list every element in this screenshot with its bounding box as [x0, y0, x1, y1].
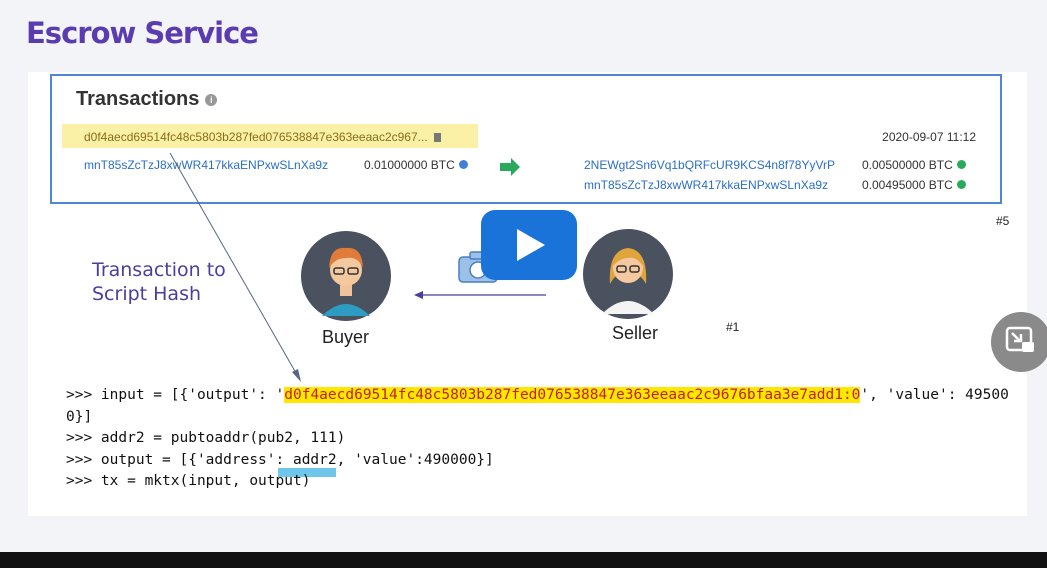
- exit-fullscreen-icon: [1005, 326, 1034, 352]
- code-highlight-hash: d0f4aecd69514fc48c5803b287fed076538847e3…: [284, 387, 861, 403]
- code-block: >>> input = [{'output': 'd0f4aecd69514fc…: [66, 385, 1009, 493]
- output-amount-2: 0.00495000 BTC: [862, 178, 966, 192]
- globe-icon: [956, 180, 966, 189]
- code-line-2: 0}]: [66, 408, 93, 425]
- slide-content: Transactions i d0f4aecd69514fc48c5803b287…: [28, 72, 1027, 516]
- annotation-line-1: Transaction to: [92, 259, 226, 281]
- buyer-label: Buyer: [322, 327, 370, 347]
- annotation-text: Transaction to Script Hash: [92, 258, 226, 306]
- output-amount-2-text: 0.00495000 BTC: [862, 178, 953, 192]
- tx-date: 2020-09-07 11:12: [882, 130, 976, 144]
- slide-tag-1: #1: [726, 320, 740, 334]
- tx-hash-highlight: [62, 124, 478, 148]
- transactions-heading-text: Transactions: [76, 88, 200, 110]
- exit-fullscreen-button[interactable]: [991, 312, 1047, 372]
- slide-tag-5: #5: [996, 214, 1010, 228]
- globe-icon: [458, 160, 468, 169]
- play-button[interactable]: [481, 210, 577, 280]
- code-line-4: >>> output = [{'address': addr2, 'value'…: [66, 451, 494, 468]
- input-address[interactable]: mnT85sZcTzJ8xwWR417kkaENPxwSLnXa9z: [84, 158, 329, 172]
- code-line-1-prefix: >>> input = [{'output': ': [66, 387, 285, 403]
- top-caption-partial: [0, 0, 520, 5]
- input-amount: 0.01000000 BTC: [364, 158, 468, 172]
- code-line-1-suffix: ', 'value': 49500: [860, 387, 1009, 403]
- seller-label: Seller: [612, 323, 659, 343]
- tx-hash-text: d0f4aecd69514fc48c5803b287fed076538847e3…: [84, 130, 428, 144]
- buyer-avatar: [301, 231, 391, 321]
- transactions-panel: Transactions i d0f4aecd69514fc48c5803b287…: [50, 74, 1002, 204]
- code-line-3: >>> addr2 = pubtoaddr(pub2, 111): [66, 430, 346, 446]
- play-icon: [517, 229, 545, 261]
- annotation-line-2: Script Hash: [92, 283, 202, 305]
- output-amount-1-text: 0.00500000 BTC: [862, 158, 953, 172]
- tx-hash[interactable]: d0f4aecd69514fc48c5803b287fed076538847e3…: [84, 130, 441, 144]
- globe-icon: [956, 160, 966, 169]
- clipboard-icon[interactable]: [433, 133, 441, 142]
- input-amount-text: 0.01000000 BTC: [364, 158, 455, 172]
- arrow-right-icon: [500, 158, 520, 176]
- output-address-1[interactable]: 2NEWgt2Sn6Vq1bQRFcUR9KCS4n8f78YyVrP: [584, 158, 836, 172]
- transactions-heading: Transactions i: [76, 88, 218, 111]
- code-line-5: >>> tx = mktx(input, output): [66, 473, 311, 489]
- info-icon: i: [205, 93, 218, 106]
- seller-avatar: [583, 229, 673, 319]
- output-address-2[interactable]: mnT85sZcTzJ8xwWR417kkaENPxwSLnXa9z: [584, 178, 829, 192]
- page-title: Escrow Service: [26, 16, 259, 50]
- output-amount-1: 0.00500000 BTC: [862, 158, 966, 172]
- underline-marker: [278, 468, 336, 477]
- video-bottom-bar: [0, 552, 1047, 568]
